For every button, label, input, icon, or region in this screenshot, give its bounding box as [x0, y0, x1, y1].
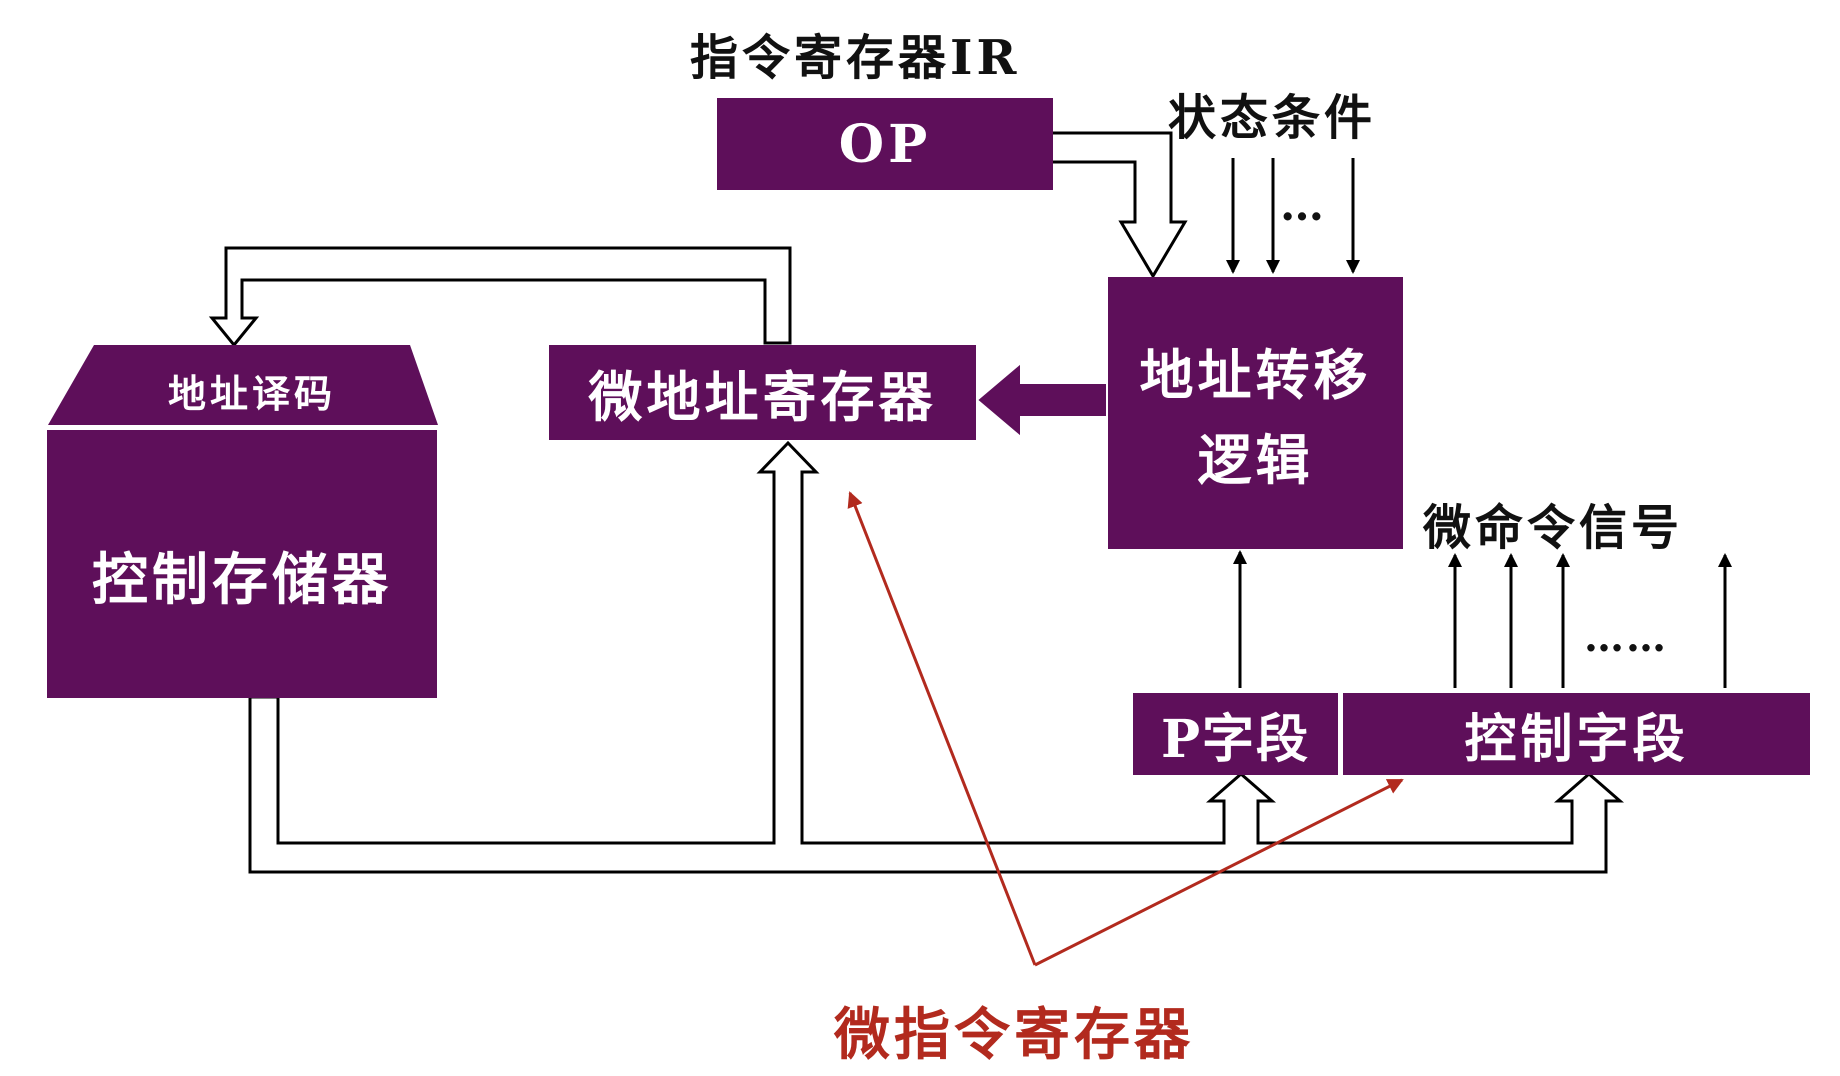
control-memory-bus-outer [248, 440, 1625, 874]
control-field-box: 控制字段 [1343, 693, 1810, 775]
ir-title: 指令寄存器IR [690, 30, 1021, 86]
micro-command-signals-label: 微命令信号 [1423, 500, 1684, 556]
micro-address-register-box: 微地址寄存器 [549, 345, 976, 440]
address-transfer-logic-line1: 地址转移 [1139, 343, 1372, 407]
micro-command-dots: …… [1584, 614, 1668, 661]
transfer-logic-to-micro-address-arrow [978, 364, 1106, 436]
status-dots: … [1280, 180, 1326, 231]
control-memory-label: 控制存储器 [92, 547, 392, 613]
address-transfer-logic-line2: 逻辑 [1197, 428, 1314, 492]
micro-address-to-decode-arrow [208, 246, 792, 348]
address-decode-label: 地址译码 [167, 371, 336, 416]
address-decode-shape [48, 345, 438, 425]
control-memory-bus-inner [276, 472, 804, 843]
annotation-arrow-to-micro-address [847, 491, 1037, 966]
status-conditions-label: 状态条件 [1168, 90, 1377, 146]
address-transfer-logic-box: 地址转移 逻辑 [1108, 277, 1403, 549]
p-field-box: P字段 [1133, 693, 1338, 775]
op-to-transfer-logic-arrow [1046, 131, 1188, 279]
op-box: OP [717, 98, 1053, 190]
annotation-arrow-to-control-field [1034, 778, 1404, 967]
control-memory-shape [47, 430, 437, 698]
micro-instruction-register-label: 微指令寄存器 [834, 1002, 1194, 1068]
